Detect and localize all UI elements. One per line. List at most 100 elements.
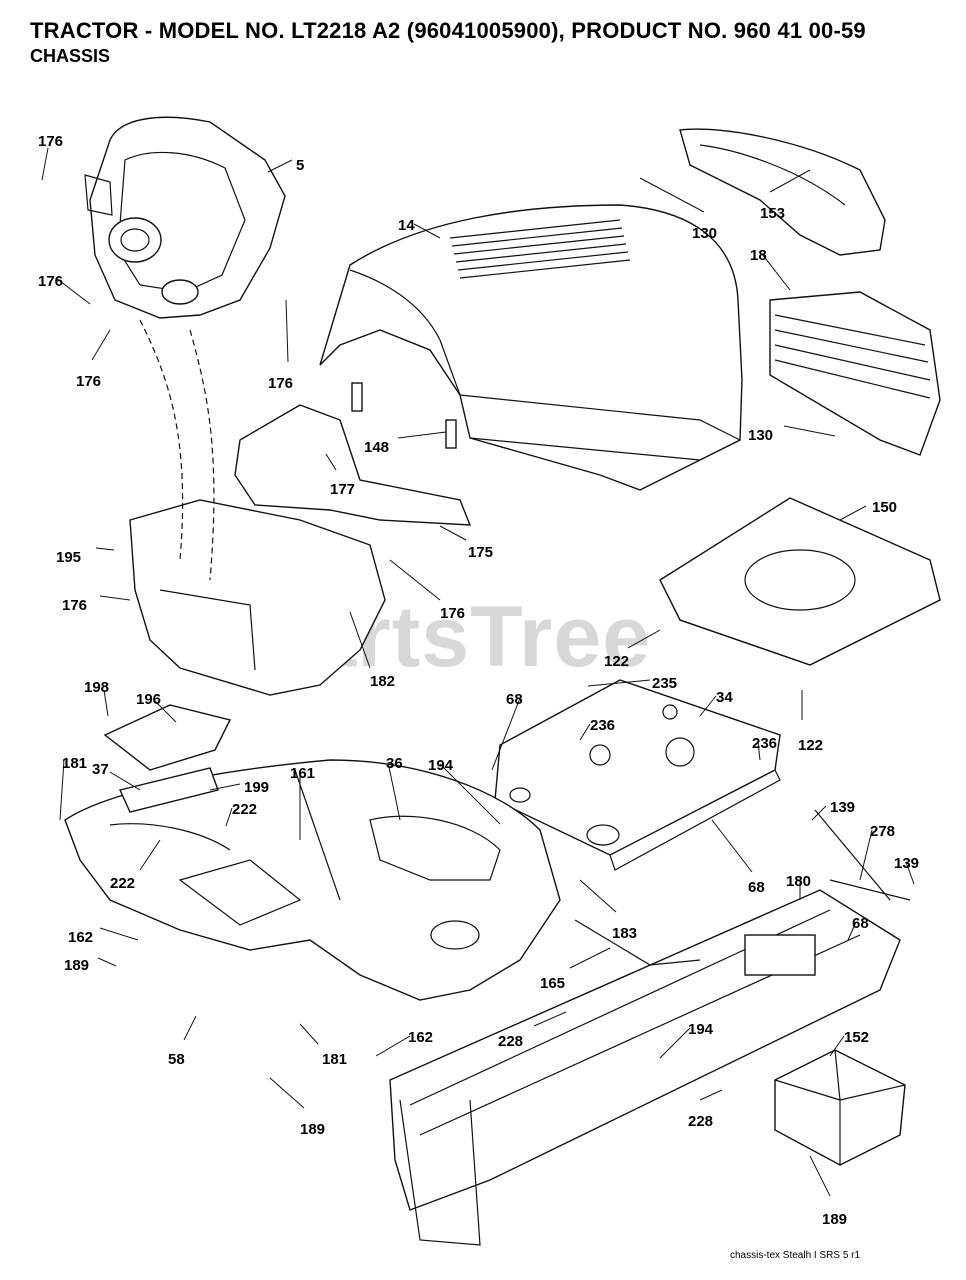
callout-c122b[interactable]: 122	[798, 690, 823, 754]
grille-part[interactable]	[769, 291, 941, 456]
callout-c176c[interactable]: 176	[76, 329, 111, 390]
callout-c68b[interactable]: 68	[847, 915, 869, 941]
dashboard-console-part[interactable]	[84, 116, 286, 319]
callout-leader-line	[491, 697, 521, 771]
callout-c236a[interactable]: 236	[579, 717, 615, 741]
callout-c181b[interactable]: 181	[299, 1023, 347, 1068]
callout-c189b[interactable]: 189	[269, 1077, 325, 1138]
callout-c153[interactable]: 153	[760, 169, 811, 222]
callout-c198[interactable]: 198	[84, 679, 109, 717]
callout-c139b[interactable]: 139	[894, 855, 919, 885]
callout-label: 236	[590, 717, 615, 734]
callout-c228b[interactable]: 228	[688, 1089, 723, 1130]
callout-leader-line	[569, 947, 611, 969]
callout-c122a[interactable]: 122	[604, 629, 661, 670]
callout-label: 236	[752, 735, 777, 752]
callout-leader-line	[829, 1035, 845, 1057]
callout-leader-line	[153, 699, 177, 723]
callout-c189c[interactable]: 189	[809, 1155, 847, 1228]
callout-c228a[interactable]: 228	[498, 1011, 567, 1050]
callout-c176f[interactable]: 176	[389, 559, 465, 622]
callout-c152[interactable]: 152	[829, 1029, 869, 1057]
callout-label: 152	[844, 1029, 869, 1046]
callout-label: 181	[62, 755, 87, 772]
callout-c189a[interactable]: 189	[64, 957, 117, 974]
callout-c176e[interactable]: 176	[62, 595, 131, 614]
callout-leader-line	[811, 805, 827, 821]
callout-c183[interactable]: 183	[579, 879, 637, 942]
callout-c37[interactable]: 37	[92, 761, 141, 791]
callout-c236b[interactable]: 236	[752, 735, 777, 761]
callout-label: 176	[76, 373, 101, 390]
callout-c130b[interactable]: 130	[748, 425, 836, 444]
light-bracket-part[interactable]	[679, 128, 886, 256]
callout-c222b[interactable]: 222	[110, 839, 161, 892]
callout-c139a[interactable]: 139	[811, 799, 855, 821]
callout-leader-line	[299, 1023, 319, 1045]
callout-leader-line	[847, 921, 857, 941]
callout-c181a[interactable]: 181	[59, 755, 87, 821]
callout-c180[interactable]: 180	[786, 873, 811, 900]
callout-label: 228	[688, 1113, 713, 1130]
callout-c14[interactable]: 14	[398, 217, 441, 239]
callout-c18[interactable]: 18	[750, 247, 791, 291]
drawing-code: chassis-tex Stealh I SRS 5 r1	[730, 1250, 861, 1261]
callout-c34[interactable]: 34	[699, 689, 733, 717]
callout-label: 37	[92, 761, 109, 778]
callout-leader-line	[95, 547, 115, 551]
main-frame-part[interactable]	[389, 889, 901, 1246]
callout-leader-line	[761, 253, 791, 291]
callout-c235[interactable]: 235	[587, 675, 677, 692]
callout-c182[interactable]: 182	[349, 611, 395, 690]
callout-c165[interactable]: 165	[540, 947, 611, 992]
callout-c278[interactable]: 278	[859, 823, 895, 881]
callout-leader-line	[183, 1015, 197, 1041]
callout-label: 122	[798, 737, 823, 754]
callout-c68c[interactable]: 68	[711, 819, 765, 896]
callout-c150[interactable]: 150	[839, 499, 897, 521]
callout-c176d[interactable]: 176	[268, 299, 293, 392]
callout-c175[interactable]: 175	[439, 525, 493, 561]
small-hardware-parts	[103, 382, 911, 966]
callout-leader-line	[55, 277, 91, 305]
callout-leader-line	[267, 159, 293, 173]
callout-label: 153	[760, 205, 785, 222]
callout-c58[interactable]: 58	[168, 1015, 197, 1068]
callout-c162a[interactable]: 162	[68, 927, 139, 946]
hood-part[interactable]	[319, 204, 743, 491]
callout-c195[interactable]: 195	[56, 547, 115, 566]
callout-c194a[interactable]: 194	[428, 757, 501, 825]
callout-c196[interactable]: 196	[136, 691, 177, 723]
callout-label: 148	[364, 439, 389, 456]
callout-leader-line	[269, 1077, 305, 1109]
callout-label: 165	[540, 975, 565, 992]
callout-c130a[interactable]: 130	[639, 177, 717, 242]
callout-c199[interactable]: 199	[209, 779, 269, 796]
callout-label: 130	[748, 427, 773, 444]
callout-label: 194	[428, 757, 454, 774]
battery-part[interactable]	[774, 1049, 906, 1166]
callout-c176b[interactable]: 176	[38, 273, 91, 305]
callout-label: 181	[322, 1051, 347, 1068]
callout-c222a[interactable]: 222	[225, 801, 257, 827]
callout-label: 198	[84, 679, 109, 696]
callout-label: 150	[872, 499, 897, 516]
callout-leader-line	[375, 1035, 411, 1057]
callout-label: 18	[750, 247, 767, 264]
callout-c177[interactable]: 177	[325, 453, 355, 498]
callout-c194b[interactable]: 194	[659, 1021, 714, 1059]
dash-support-frame-part[interactable]	[129, 319, 472, 696]
callout-c5[interactable]: 5	[267, 157, 304, 174]
callout-leader-line	[627, 629, 661, 649]
callout-c148[interactable]: 148	[364, 431, 447, 456]
callout-leader-line	[349, 611, 371, 669]
battery-pan-part[interactable]	[659, 497, 941, 666]
callout-c68a[interactable]: 68	[491, 691, 523, 771]
callout-c161[interactable]: 161	[290, 765, 315, 840]
callout-leader-line	[91, 329, 111, 361]
callout-leader-line	[757, 741, 761, 761]
callout-c176a[interactable]: 176	[38, 133, 63, 181]
callout-label: 130	[692, 225, 717, 242]
callout-c162b[interactable]: 162	[375, 1029, 433, 1057]
callout-c36[interactable]: 36	[386, 755, 403, 821]
